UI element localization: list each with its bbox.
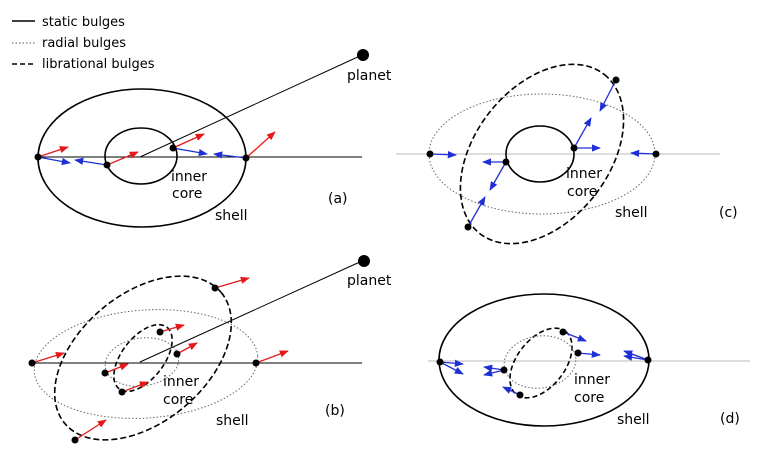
legend-librational-label: librational bulges — [42, 57, 155, 72]
red-arrow — [245, 131, 276, 159]
bulge-point — [436, 358, 444, 366]
bulge-point — [252, 359, 260, 367]
red-arrow — [31, 351, 65, 364]
bulge-point — [71, 436, 79, 444]
bulge-point — [28, 359, 36, 367]
shell-label: shell — [615, 205, 648, 221]
planet-label: planet — [347, 273, 392, 289]
blue-arrow — [489, 161, 507, 191]
panel-label-d: (d) — [720, 411, 740, 427]
legend-static-label: static bulges — [42, 15, 125, 30]
legend: static bulges radial bulges librational … — [12, 15, 155, 72]
blue-arrow — [623, 353, 649, 361]
blue-arrow — [562, 331, 587, 342]
bulge-point — [502, 158, 510, 166]
bulge-point — [426, 150, 434, 158]
bulge-point — [103, 161, 111, 169]
blue-arrow — [213, 151, 247, 159]
bulge-point — [570, 144, 578, 152]
planet-line — [139, 54, 363, 158]
bulge-point — [516, 391, 524, 399]
red-arrow — [172, 133, 205, 149]
red-arrow — [37, 146, 69, 158]
static-shell-outline — [37, 88, 247, 228]
inner-label: inner — [163, 374, 199, 390]
planet-dot — [358, 255, 370, 267]
shell-label: shell — [617, 412, 650, 428]
blue-arrow — [577, 350, 601, 358]
red-arrow — [104, 363, 129, 374]
panel-label-c: (c) — [719, 205, 738, 221]
core-label: core — [567, 184, 597, 200]
panel-label-a: (a) — [328, 191, 348, 207]
bulge-point — [34, 153, 42, 161]
bulge-point — [242, 154, 250, 162]
blue-arrow — [439, 361, 464, 375]
inner-label: inner — [171, 169, 207, 185]
core-label: core — [172, 186, 202, 202]
blue-arrow — [573, 117, 592, 149]
static-core-outline — [104, 127, 178, 185]
legend-radial-label: radial bulges — [42, 36, 126, 51]
bulge-point — [118, 388, 126, 396]
static-core-outline — [505, 125, 575, 183]
panel-b: planet inner core shell (b) — [28, 255, 392, 444]
red-arrow — [255, 350, 289, 364]
bulge-point — [652, 150, 660, 158]
red-arrow — [106, 151, 139, 166]
librational-core-outline — [113, 323, 173, 393]
blue-arrow — [74, 157, 108, 166]
panel-a: planet inner core shell (a) — [34, 49, 392, 228]
librational-shell-outline — [459, 63, 625, 245]
blue-arrow — [172, 147, 208, 157]
bulge-point — [173, 350, 181, 358]
librational-core-outline — [509, 327, 573, 399]
radial-core-outline — [503, 335, 577, 389]
red-arrow — [74, 419, 107, 441]
bulge-point — [156, 328, 164, 336]
radial-shell-outline — [33, 309, 259, 419]
red-arrow — [159, 323, 185, 333]
planet-dot — [357, 49, 369, 61]
bulge-point — [169, 144, 177, 152]
red-arrow — [121, 381, 149, 393]
panel-d: inner core shell (d) — [428, 293, 750, 428]
bulge-point — [612, 76, 620, 84]
bulge-point — [644, 356, 652, 364]
blue-arrow — [467, 196, 486, 228]
shell-label: shell — [216, 413, 249, 429]
blue-arrow — [623, 350, 649, 361]
bulge-point — [464, 223, 472, 231]
shell-label: shell — [215, 208, 248, 224]
bulge-point — [101, 369, 109, 377]
bulge-point — [500, 366, 508, 374]
inner-label: inner — [574, 372, 610, 388]
blue-arrow — [37, 156, 71, 166]
blue-arrow — [439, 359, 464, 367]
red-arrow — [214, 276, 250, 289]
blue-arrow — [429, 151, 457, 159]
planet-line — [139, 260, 363, 363]
red-arrow — [176, 342, 198, 355]
librational-shell-outline — [53, 275, 233, 441]
static-shell-outline — [438, 293, 650, 427]
bulge-point — [211, 284, 219, 292]
core-label: core — [574, 390, 604, 406]
bulge-point — [574, 349, 582, 357]
blue-arrow — [630, 149, 657, 157]
bulge-point — [559, 328, 567, 336]
blue-arrow — [599, 79, 617, 112]
panel-label-b: (b) — [325, 403, 345, 419]
planet-label: planet — [347, 68, 392, 84]
inner-label: inner — [566, 166, 602, 182]
core-label: core — [163, 392, 193, 408]
panel-c: inner core shell (c) — [396, 63, 738, 245]
